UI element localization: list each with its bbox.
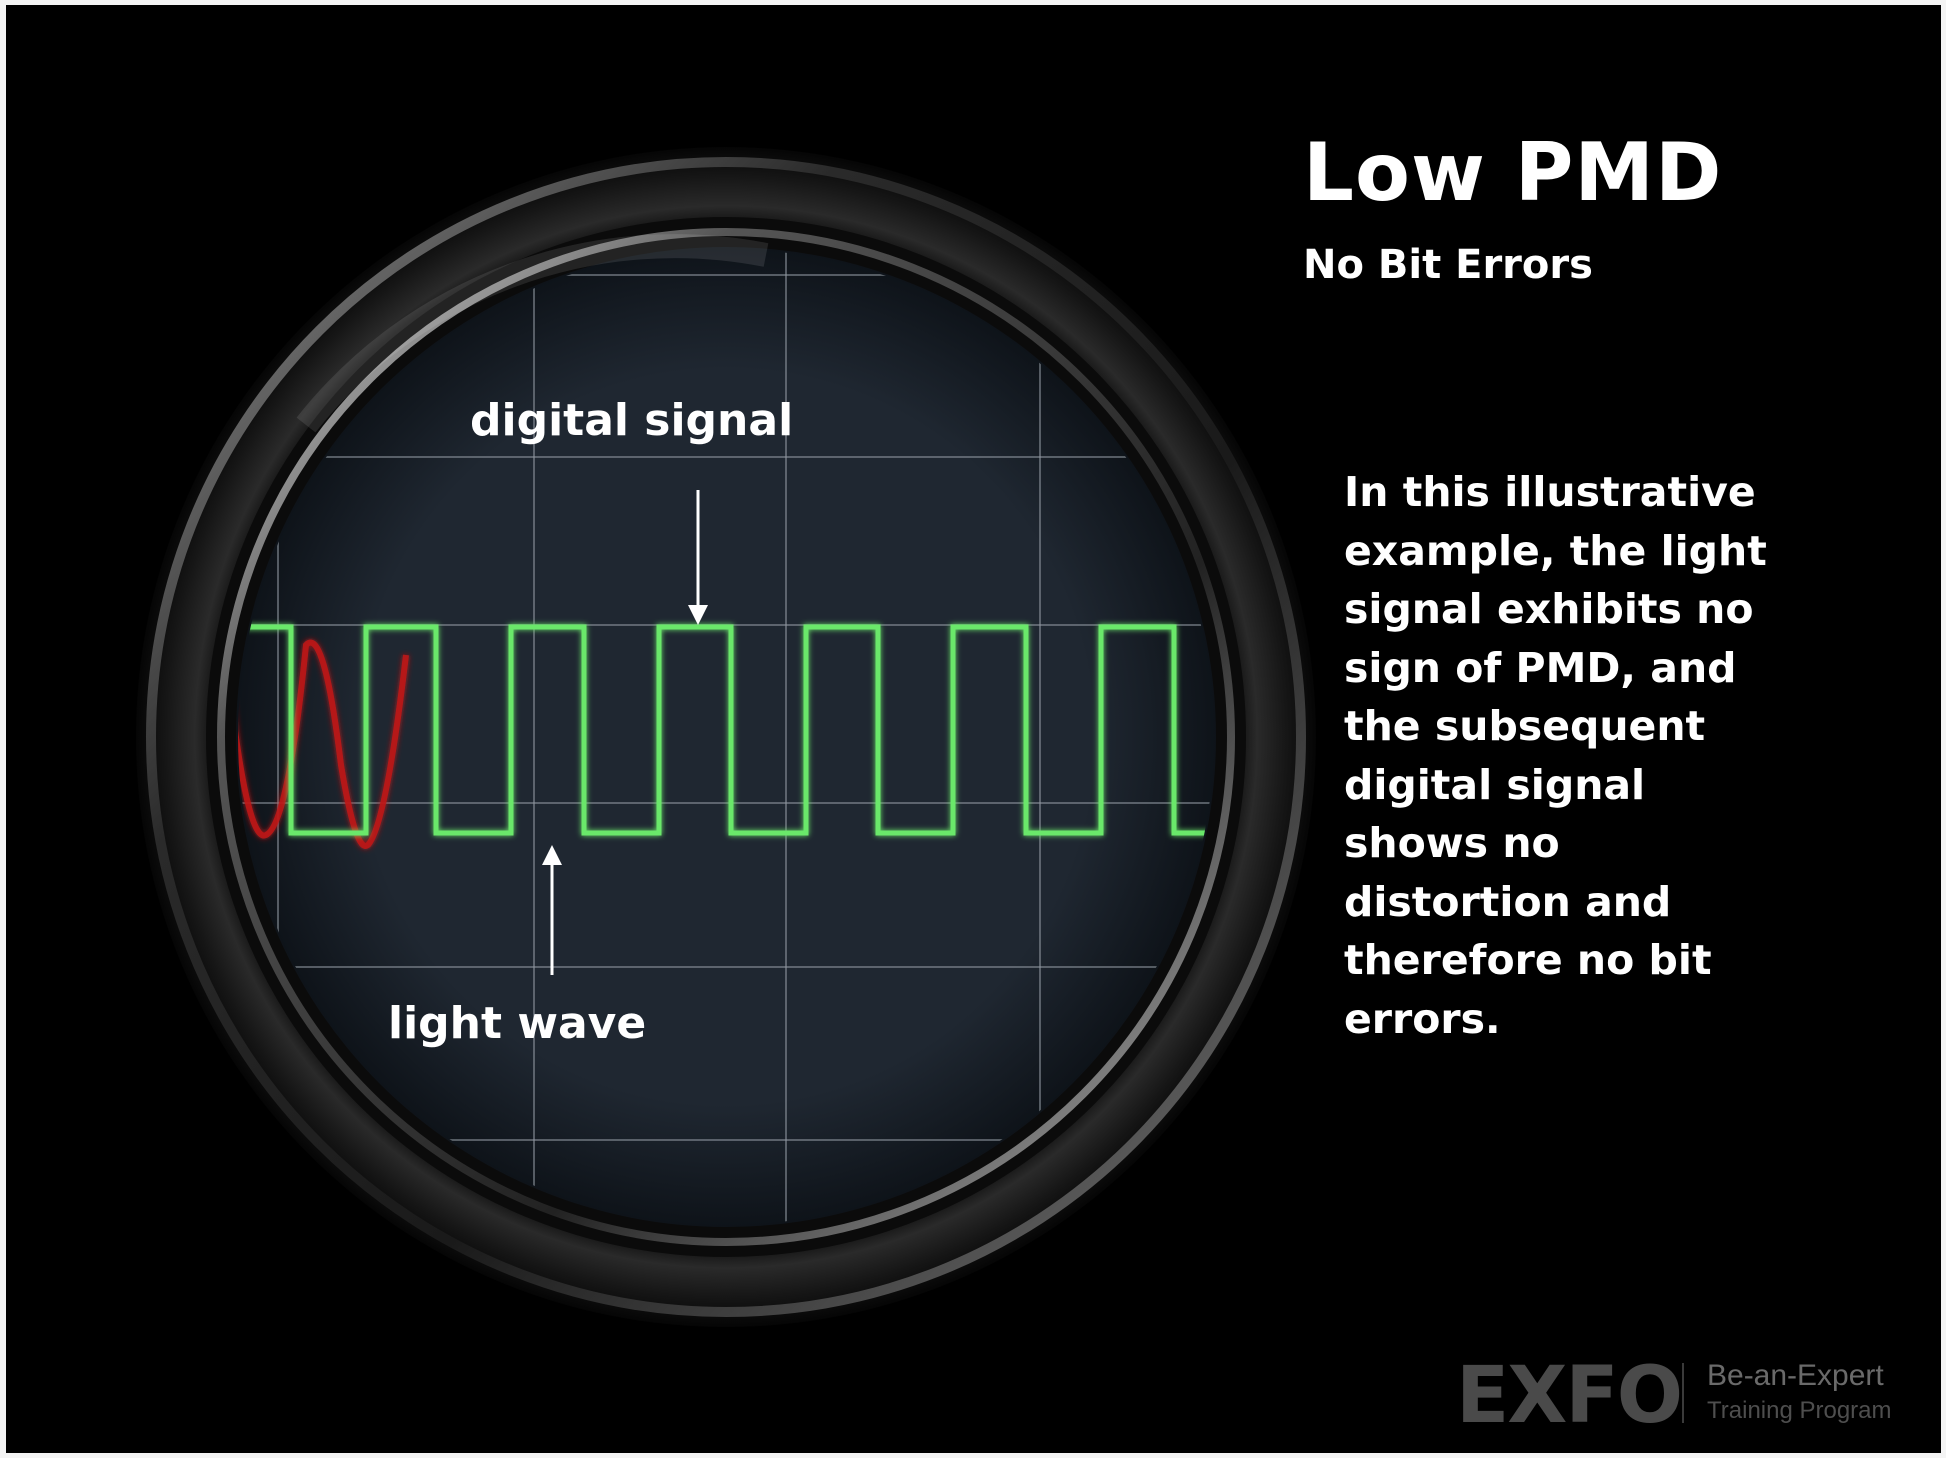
slide: digital signal light wave Low PMD No Bit… [6,5,1941,1453]
tagline-secondary: Training Program [1707,1397,1892,1424]
body-line: signal exhibits no [1344,585,1754,633]
scope-screen [236,247,1216,1227]
body-line: shows no [1344,819,1560,867]
body-line: In this illustrative [1344,468,1756,516]
oscilloscope: digital signal light wave [136,147,1316,1327]
light-wave-trace [238,639,409,849]
body-line: errors. [1344,994,1501,1043]
scope-outer-rim [146,157,1306,1317]
digital-signal-trace [238,624,1214,836]
digital-signal-label: digital signal [470,395,793,446]
body-line: digital signal [1344,760,1646,809]
body-line: distortion and [1344,877,1672,926]
logo-divider [1682,1363,1684,1423]
body-line: therefore no bit [1344,936,1712,984]
tagline-primary: Be-an-Expert [1707,1359,1884,1392]
scope-inner-rim [217,228,1235,1246]
glass-highlight [296,234,769,433]
body-line: example, the light [1344,526,1767,575]
slide-body: In this illustrative example, the light … [1344,463,1814,1048]
slide-title: Low PMD [1303,126,1723,219]
body-line: sign of PMD, and [1344,643,1737,692]
light-wave-label: light wave [388,998,646,1049]
arrow-down-icon [688,490,708,625]
arrow-up-icon [542,845,562,975]
exfo-logo: EXFO [1456,1351,1683,1441]
body-line: the subsequent [1344,702,1706,750]
slide-subtitle: No Bit Errors [1303,242,1593,288]
